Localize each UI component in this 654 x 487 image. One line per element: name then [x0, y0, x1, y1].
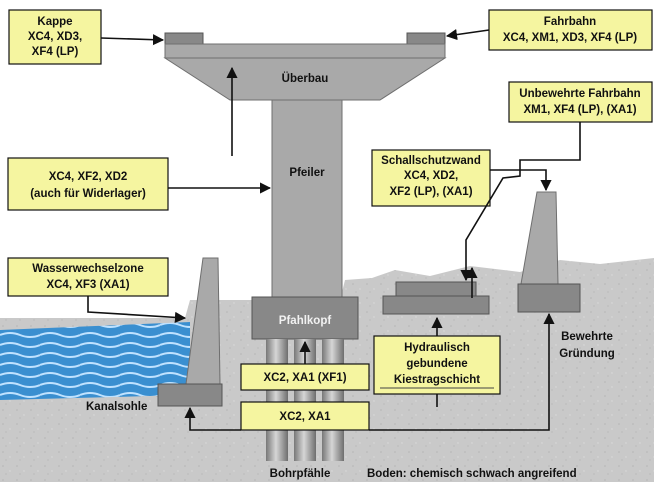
- box-kiestragschicht: Hydraulisch gebundene Kiestragschicht: [373, 335, 501, 395]
- box-pfeiler: XC4, XF2, XD2 (auch für Widerlager): [7, 157, 169, 211]
- svg-text:Wasserwechselzone: Wasserwechselzone: [32, 263, 143, 275]
- svg-text:Kappe: Kappe: [37, 16, 72, 28]
- label-boden: Boden: chemisch schwach angreifend: [367, 468, 577, 480]
- box-pfahl-oben: XC2, XA1 (XF1): [240, 363, 370, 391]
- pfahlkopf: [251, 296, 359, 340]
- label-bohrpfaehle: Bohrpfähle: [270, 468, 331, 480]
- box-schallschutzwand: Schallschutzwand XC4, XD2, XF2 (LP), (XA…: [371, 149, 491, 207]
- svg-text:Schallschutzwand: Schallschutzwand: [381, 155, 481, 167]
- label-ueberbau: Überbau: [282, 72, 329, 85]
- box-kappe: Kappe XC4, XD3, XF4 (LP): [8, 9, 102, 65]
- svg-text:gebundene: gebundene: [406, 358, 467, 370]
- label-bewehrte-gruendung-1: Bewehrte: [561, 331, 613, 343]
- arrow-schallschutzwand: [490, 169, 552, 192]
- arrow-kanalsohle: [184, 406, 241, 431]
- svg-text:XF4 (LP): XF4 (LP): [32, 46, 79, 58]
- label-bewehrte-gruendung-2: Gründung: [559, 348, 615, 360]
- widerlager-rechts-fundament: [517, 283, 581, 313]
- box-unbewehrte-fahrbahn: Unbewehrte Fahrbahn XM1, XF4 (LP), (XA1): [508, 81, 653, 123]
- svg-text:XM1, XF4 (LP), (XA1): XM1, XF4 (LP), (XA1): [523, 104, 636, 116]
- svg-text:XF2 (LP), (XA1): XF2 (LP), (XA1): [389, 186, 472, 198]
- label-pfeiler: Pfeiler: [289, 167, 325, 179]
- svg-text:XC4, XF2, XD2: XC4, XF2, XD2: [49, 171, 128, 183]
- box-wasserwechselzone: Wasserwechselzone XC4, XF3 (XA1): [7, 257, 169, 297]
- widerlager-links-fundament: [157, 383, 223, 407]
- widerlager-rechts: [520, 191, 559, 285]
- svg-text:XC4, XD3,: XC4, XD3,: [28, 31, 82, 43]
- svg-text:Unbewehrte Fahrbahn: Unbewehrte Fahrbahn: [519, 88, 640, 100]
- kiestragschicht-basis: [382, 295, 490, 315]
- svg-text:XC2, XA1: XC2, XA1: [279, 411, 331, 423]
- box-pfahl-unten: XC2, XA1: [240, 401, 370, 431]
- water: [0, 322, 190, 400]
- svg-text:XC2, XA1 (XF1): XC2, XA1 (XF1): [263, 372, 346, 384]
- svg-text:(auch für Widerlager): (auch für Widerlager): [30, 188, 146, 200]
- kappe-left: [164, 32, 204, 46]
- deck: [164, 43, 446, 59]
- kiestragschicht-platte: [395, 281, 477, 297]
- label-kanalsohle: Kanalsohle: [86, 401, 147, 413]
- svg-text:Kiestragschicht: Kiestragschicht: [394, 374, 480, 386]
- svg-text:Hydraulisch: Hydraulisch: [404, 342, 470, 354]
- kappe-right: [406, 32, 446, 46]
- svg-text:XC4, XD2,: XC4, XD2,: [404, 170, 458, 182]
- svg-text:XC4, XF3 (XA1): XC4, XF3 (XA1): [46, 279, 129, 291]
- svg-text:XC4, XM1, XD3, XF4 (LP): XC4, XM1, XD3, XF4 (LP): [503, 32, 637, 44]
- arrow-unbewehrte-fahrbahn: [460, 122, 581, 282]
- bohrpfahl-1: [266, 339, 288, 461]
- bohrpfahl-3: [322, 339, 344, 461]
- arrow-kappe: [100, 34, 165, 46]
- arrow-fahrbahn: [445, 29, 490, 41]
- label-pfahlkopf: Pfahlkopf: [279, 315, 332, 327]
- box-fahrbahn: Fahrbahn XC4, XM1, XD3, XF4 (LP): [488, 9, 653, 51]
- svg-text:Fahrbahn: Fahrbahn: [544, 16, 596, 28]
- arrow-wasserwechselzone: [87, 296, 187, 323]
- arrow-gruendung: [369, 312, 555, 431]
- pfeiler: [271, 99, 343, 299]
